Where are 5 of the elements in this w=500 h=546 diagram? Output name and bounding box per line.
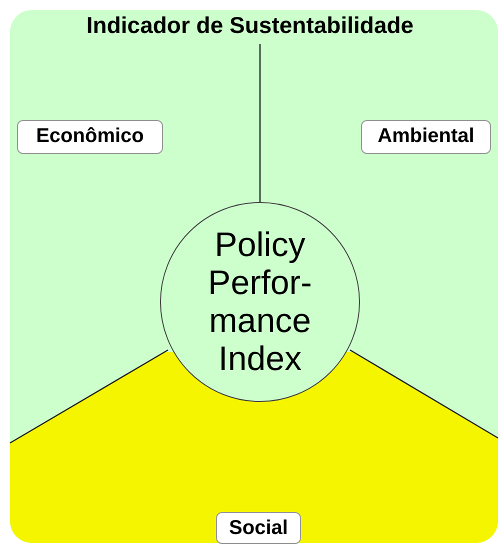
- center-label: Policy Perfor-mance Index: [207, 226, 313, 378]
- category-label: Ambiental: [361, 120, 491, 154]
- category-label: Social: [216, 512, 301, 544]
- category-label: Econômico: [17, 120, 163, 154]
- diagram-title: Indicador de Sustentabilidade: [85, 12, 415, 39]
